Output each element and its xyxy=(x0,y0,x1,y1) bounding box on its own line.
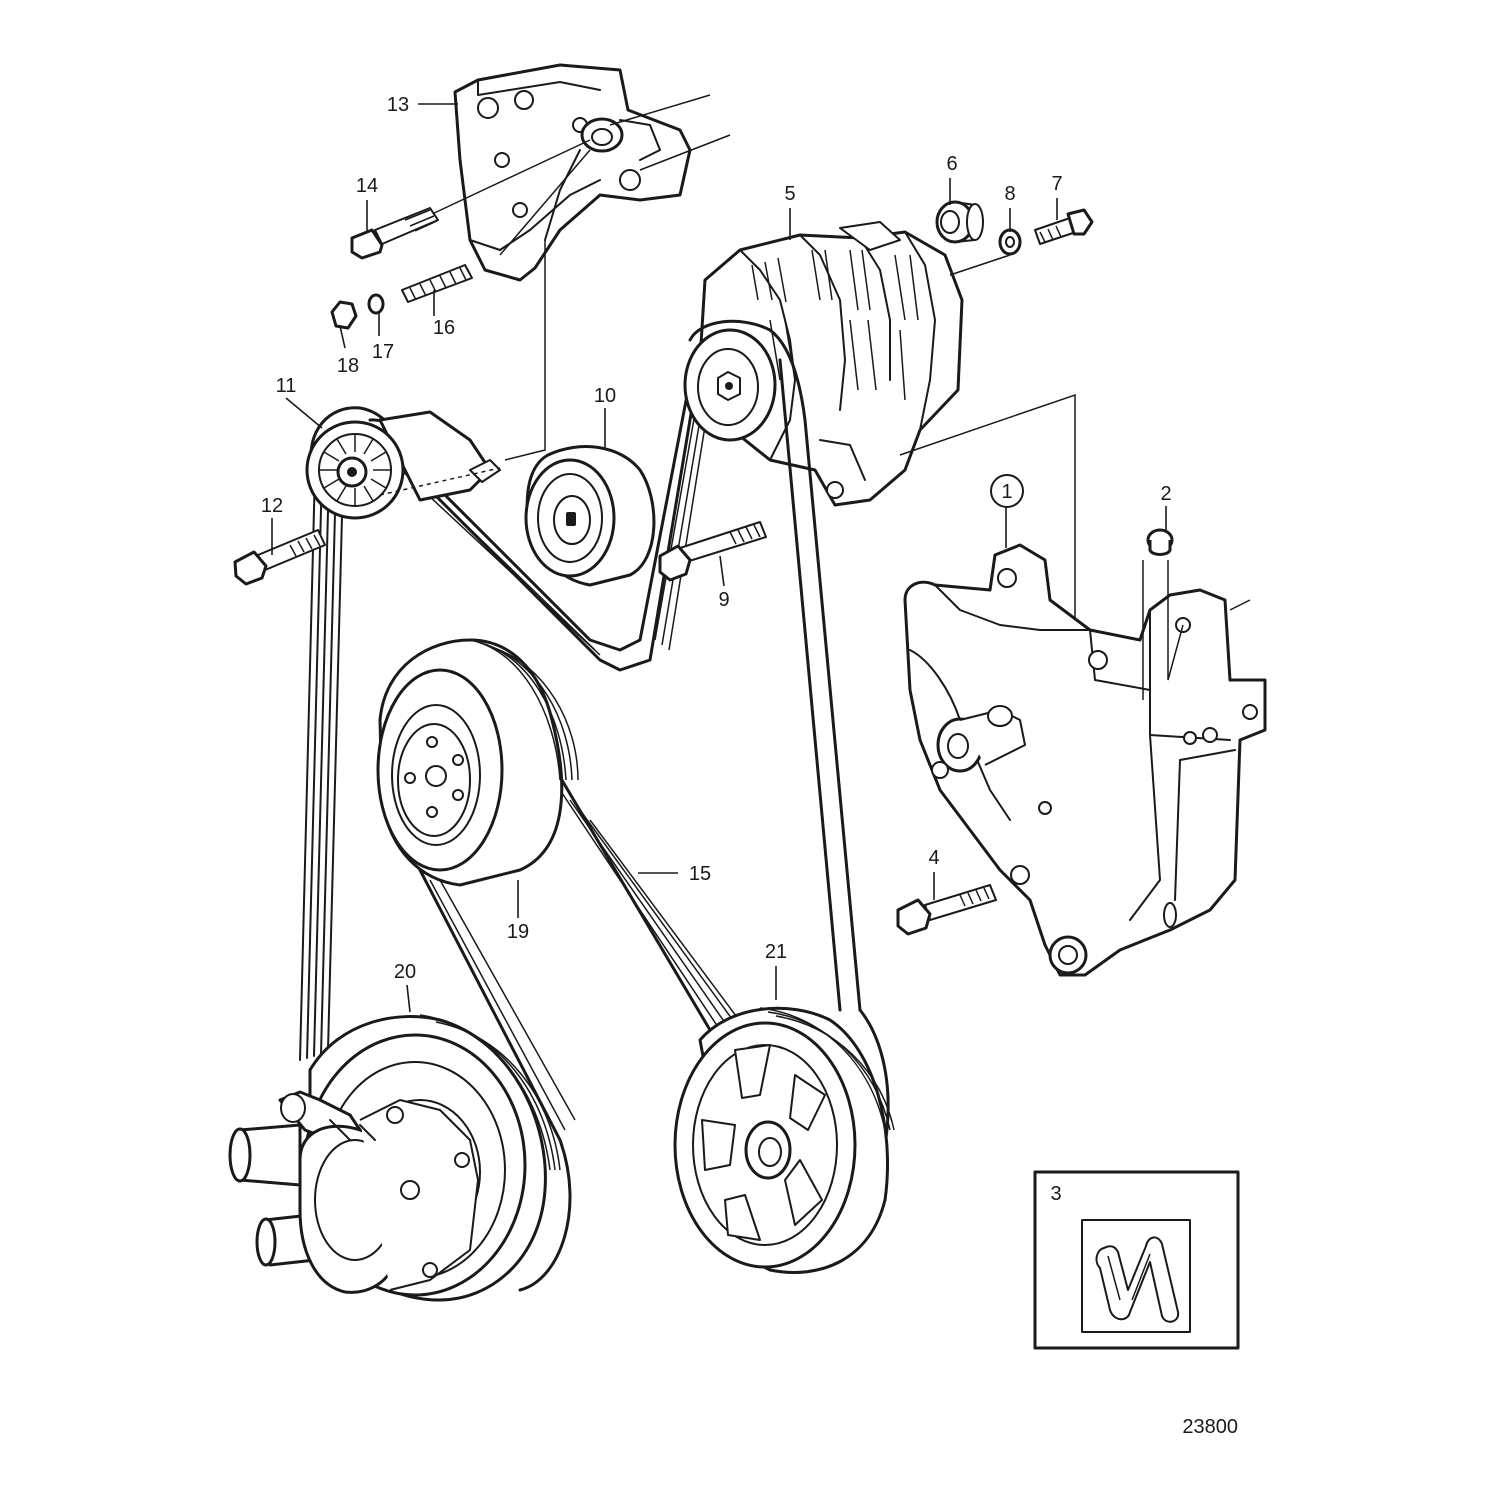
callout-14: 14 xyxy=(356,175,378,197)
power-steering-pulley xyxy=(673,1006,895,1274)
callout-1: 1 xyxy=(1001,481,1012,503)
spacer-6 xyxy=(935,200,984,244)
lock-washer-8 xyxy=(998,228,1022,256)
callout-5: 5 xyxy=(784,183,795,205)
washer-17 xyxy=(367,293,385,315)
bolt-4 xyxy=(896,884,997,936)
callout-19: 19 xyxy=(507,921,529,943)
callout-18: 18 xyxy=(337,355,359,377)
belt-routing-inset xyxy=(1033,1170,1240,1350)
callout-6: 6 xyxy=(946,153,957,175)
alternator-pulley xyxy=(683,328,777,442)
bolt-7 xyxy=(1034,208,1094,245)
callout-2: 2 xyxy=(1160,483,1171,505)
callouts: 1 2 3 4 5 6 7 8 9 10 11 12 13 14 15 16 1… xyxy=(261,94,1172,1205)
alternator xyxy=(698,221,964,507)
callout-16: 16 xyxy=(433,317,455,339)
crankshaft-pulley xyxy=(376,638,579,887)
leader-lines xyxy=(271,103,1167,1013)
callout-10: 10 xyxy=(594,385,616,407)
figure-number: 23800 xyxy=(1182,1416,1238,1438)
bolt-14 xyxy=(350,207,439,260)
water-pump-body xyxy=(228,1090,479,1294)
bolt-12 xyxy=(233,529,326,586)
callout-7: 7 xyxy=(1051,173,1062,195)
callout-3: 3 xyxy=(1050,1183,1061,1205)
callout-12: 12 xyxy=(261,495,283,517)
callout-13: 13 xyxy=(387,94,409,116)
belt-routing-icon xyxy=(1095,1236,1180,1323)
tensioner-pulley xyxy=(305,410,501,520)
callout-21: 21 xyxy=(765,941,787,963)
callout-4: 4 xyxy=(928,847,939,869)
bolt-2 xyxy=(1146,528,1174,556)
callout-15: 15 xyxy=(689,863,711,885)
nut-18 xyxy=(330,300,358,330)
bolt-9 xyxy=(658,521,767,582)
idler-pulley xyxy=(524,445,656,587)
callout-17: 17 xyxy=(372,341,394,363)
callout-1-circle xyxy=(990,474,1024,508)
upper-bracket xyxy=(453,63,692,282)
stud-16 xyxy=(401,264,473,303)
callout-9: 9 xyxy=(718,589,729,611)
callout-11: 11 xyxy=(276,375,297,397)
callout-20: 20 xyxy=(394,961,416,983)
callout-8: 8 xyxy=(1004,183,1015,205)
